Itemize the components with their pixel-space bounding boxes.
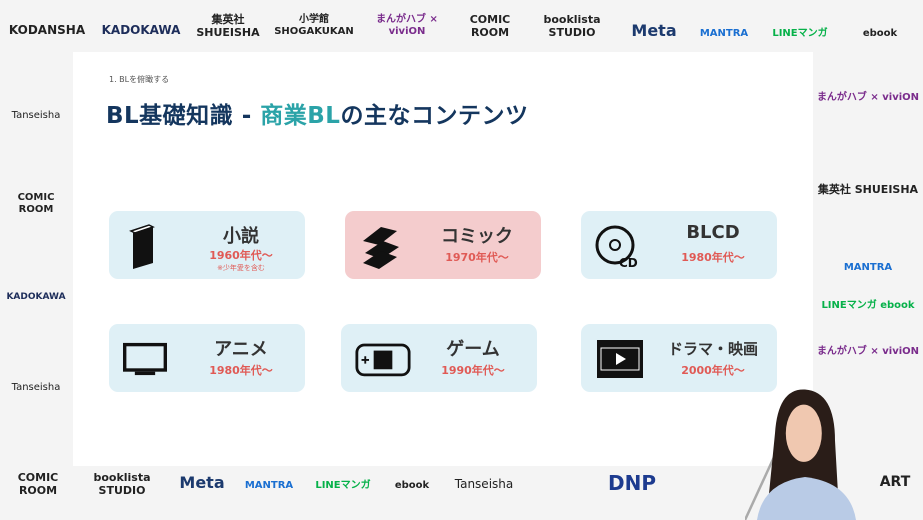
logo: 小学館 SHOGAKUKAN bbox=[274, 14, 354, 37]
logo: Tanseisha bbox=[11, 382, 61, 393]
logo: COMIC ROOM bbox=[469, 13, 511, 39]
logo: Tanseisha bbox=[11, 110, 61, 121]
logo: COMIC ROOM bbox=[17, 471, 59, 497]
slide: 1. BLを俯瞰する BL基礎知識 - 商業BLの主なコンテンツ 小説 1960… bbox=[73, 52, 813, 466]
card-novel: 小説 1960年代〜 ※少年愛を含む bbox=[109, 211, 305, 279]
logo: Tanseisha bbox=[454, 477, 514, 491]
logo: Meta bbox=[631, 21, 677, 40]
logo: LINEマンガ bbox=[315, 480, 371, 491]
card-years: 1970年代〜 bbox=[445, 251, 509, 264]
tv-icon bbox=[123, 342, 167, 376]
card-label: アニメ bbox=[214, 339, 268, 360]
card-comic: コミック 1970年代〜 bbox=[345, 211, 541, 279]
cd-icon: CD bbox=[595, 225, 638, 269]
logo: KADOKAWA bbox=[6, 292, 66, 302]
title-accent: 商業BL bbox=[260, 103, 341, 129]
logo: KODANSHA bbox=[8, 23, 86, 37]
card-anime: アニメ 1980年代〜 bbox=[109, 324, 305, 392]
logo: DNP bbox=[608, 471, 656, 495]
card-years: 1980年代〜 bbox=[209, 364, 273, 377]
logo: COMIC ROOM bbox=[17, 192, 55, 215]
breadcrumb: 1. BLを俯瞰する bbox=[109, 75, 170, 84]
logo: Meta bbox=[179, 473, 225, 492]
logo: まんがハブ × viviON bbox=[816, 92, 920, 103]
card-note: ※少年愛を含む bbox=[217, 264, 265, 272]
presenter-video bbox=[745, 389, 856, 520]
title-main: BL基礎知識 - bbox=[106, 103, 261, 129]
card-years: 1990年代〜 bbox=[441, 364, 505, 377]
cd-icon-text: CD bbox=[619, 256, 638, 269]
card-blcd: CD BLCD 1980年代〜 bbox=[581, 211, 777, 279]
card-label: BLCD bbox=[686, 222, 740, 243]
books-stack-icon bbox=[363, 227, 399, 269]
logo: booklista STUDIO bbox=[93, 471, 151, 497]
logo: ebook bbox=[862, 28, 898, 39]
card-years: 1980年代〜 bbox=[681, 251, 745, 264]
book-icon bbox=[129, 224, 155, 269]
card-label: コミック bbox=[441, 226, 513, 247]
film-icon bbox=[597, 340, 643, 378]
logo: LINEマンガ bbox=[772, 28, 828, 39]
card-label: ゲーム bbox=[446, 339, 500, 360]
page-title: BL基礎知識 - 商業BLの主なコンテンツ bbox=[106, 96, 528, 130]
logo: 集英社 SHUEISHA bbox=[196, 13, 260, 39]
card-label: ドラマ・映画 bbox=[667, 340, 758, 358]
logo: MANTRA bbox=[244, 480, 294, 491]
card-drama-film: ドラマ・映画 2000年代〜 bbox=[581, 324, 777, 392]
logo: ART bbox=[879, 474, 911, 490]
logo: KADOKAWA bbox=[101, 23, 181, 37]
card-years: 1960年代〜 bbox=[209, 249, 273, 262]
card-game: ゲーム 1990年代〜 bbox=[341, 324, 537, 392]
card-label: 小説 bbox=[223, 226, 259, 247]
logo: まんがハブ × viviON bbox=[816, 346, 920, 357]
logo: 集英社 SHUEISHA bbox=[817, 183, 919, 196]
logo: booklista STUDIO bbox=[543, 13, 601, 39]
card-years: 2000年代〜 bbox=[681, 364, 745, 377]
logo: MANTRA bbox=[699, 28, 749, 39]
game-console-icon bbox=[355, 343, 411, 377]
logo: まんがハブ × viviON bbox=[376, 14, 438, 37]
logo: LINEマンガ ebook bbox=[821, 300, 915, 311]
title-rest: の主なコンテンツ bbox=[340, 103, 529, 129]
logo: MANTRA bbox=[843, 262, 893, 273]
logo: ebook bbox=[394, 480, 430, 491]
